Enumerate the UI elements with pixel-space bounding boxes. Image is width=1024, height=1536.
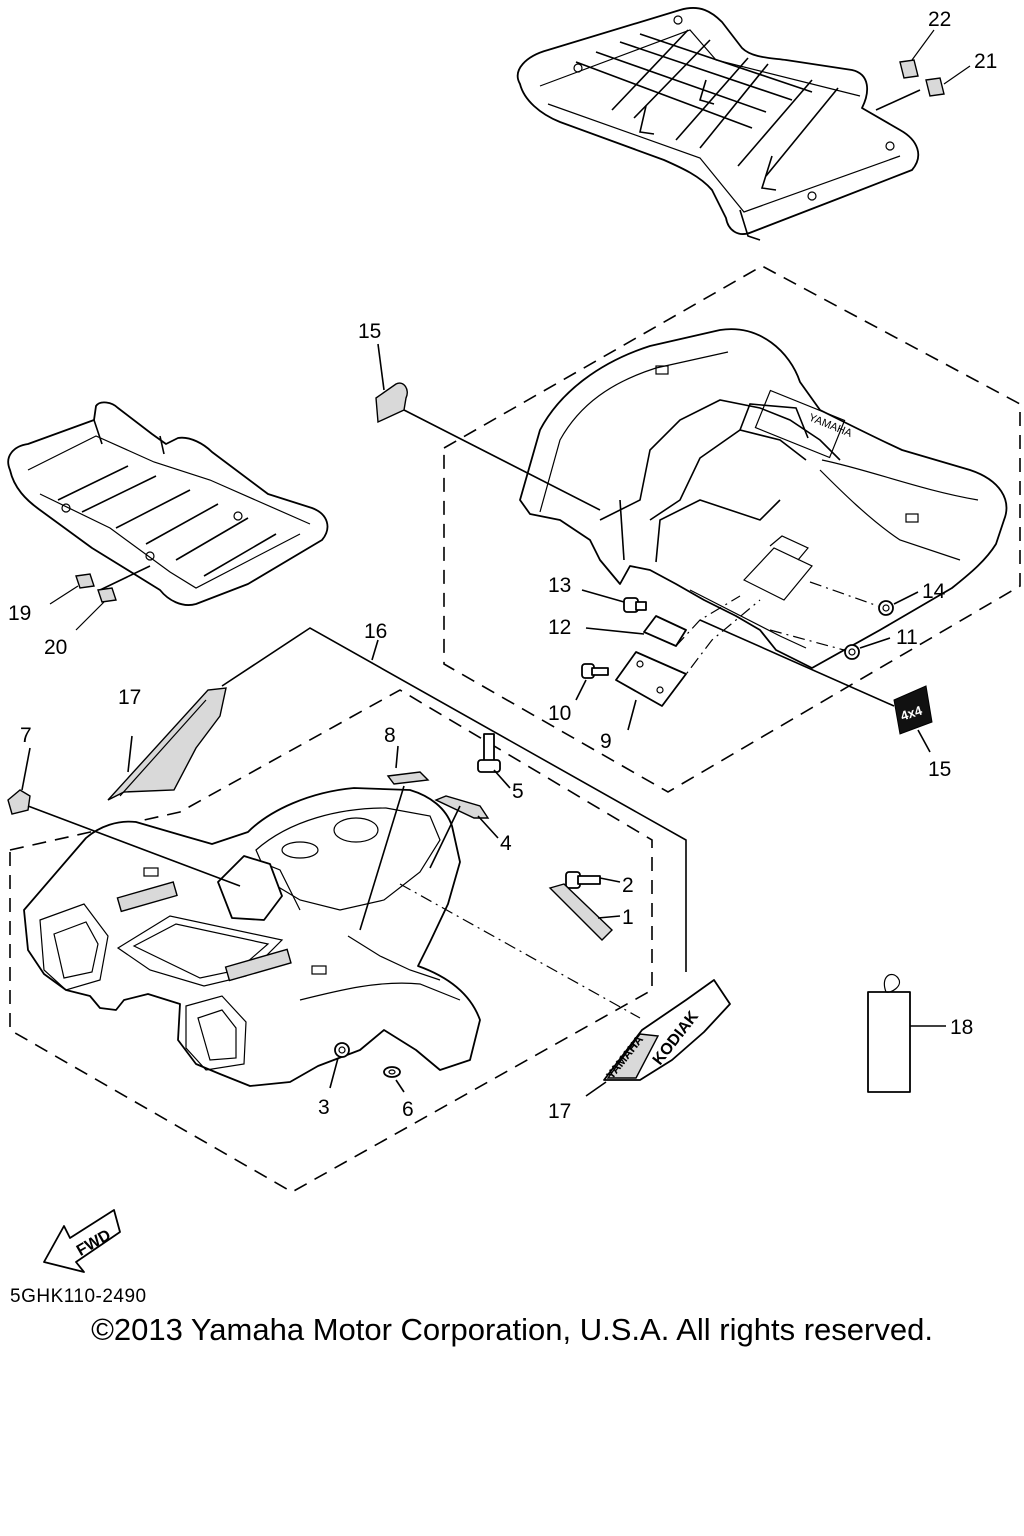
callout-2[interactable]: 2 [622,874,634,897]
callout-10[interactable]: 10 [548,702,571,725]
callout-12[interactable]: 12 [548,616,571,639]
decal-15-badge[interactable]: 4x4 [893,685,933,735]
badge-4x4-text: 4x4 [899,702,925,723]
plate-4[interactable] [434,795,490,819]
callout-1[interactable]: 1 [622,906,634,929]
front-fender-group-outline [9,689,653,1193]
rivet-5[interactable] [477,733,501,773]
bolt-13[interactable] [623,597,647,613]
callout-8[interactable]: 8 [384,724,396,747]
decal-8[interactable] [386,771,430,785]
mud-flap-1[interactable] [548,883,614,941]
callout-9[interactable]: 9 [600,730,612,753]
callout-17-lower[interactable]: 17 [548,1100,571,1123]
label-decal-21[interactable] [925,77,945,97]
callout-17-left[interactable]: 17 [118,686,141,709]
decal-17-side-stripe[interactable] [107,687,227,801]
rear-carrier[interactable] [517,7,920,241]
rivet-10[interactable] [581,663,609,679]
callout-15-upper[interactable]: 15 [358,320,381,343]
grommet-6[interactable] [383,1066,401,1078]
callout-15-lower[interactable]: 15 [928,758,951,781]
label-decal-22[interactable] [899,59,919,79]
fwd-arrow-icon: FWD [43,1209,121,1273]
decal-17-kodiak[interactable]: YAMAHA KODIAK [603,979,731,1082]
rear-fender-group-outline [443,265,1021,793]
callout-19[interactable]: 19 [8,602,31,625]
decal-set-16-bracket [221,627,687,972]
callout-7[interactable]: 7 [20,724,32,747]
decal-15-upper[interactable] [375,382,408,424]
callout-22[interactable]: 22 [928,8,951,31]
callout-6[interactable]: 6 [402,1098,414,1121]
washer-3[interactable] [334,1042,350,1058]
callout-3[interactable]: 3 [318,1096,330,1119]
callout-5[interactable]: 5 [512,780,524,803]
callout-18[interactable]: 18 [950,1016,973,1039]
drawing-code: 5GHK110-2490 [10,1286,147,1307]
front-fender[interactable] [23,787,481,1087]
callout-4[interactable]: 4 [500,832,512,855]
rivet-2[interactable] [565,871,601,889]
rear-fender[interactable]: YAMAHA [519,328,1008,669]
washer-14[interactable] [878,600,894,616]
plate-12[interactable] [643,615,687,647]
decal-7[interactable] [7,789,31,815]
callout-21[interactable]: 21 [974,50,997,73]
callout-11[interactable]: 11 [896,626,918,649]
callout-14[interactable]: 14 [922,580,946,603]
front-carrier[interactable] [7,401,329,606]
callout-16[interactable]: 16 [364,620,387,643]
copyright-notice: ©2013 Yamaha Motor Corporation, U.S.A. A… [91,1312,933,1347]
label-decal-19[interactable] [75,573,95,589]
callout-13[interactable]: 13 [548,574,571,597]
washer-11[interactable] [844,644,860,660]
owner-tag-18[interactable] [867,973,911,1093]
callout-20[interactable]: 20 [44,636,67,659]
mud-flap-9[interactable] [615,651,687,707]
label-decal-20[interactable] [97,587,117,603]
